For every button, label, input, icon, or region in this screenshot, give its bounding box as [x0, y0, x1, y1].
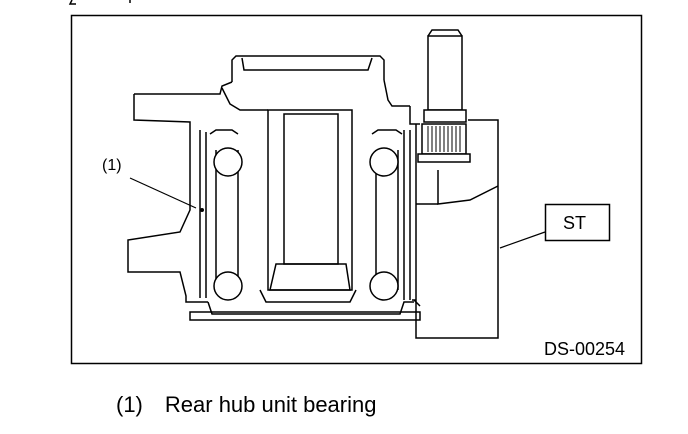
hub-bolt	[417, 29, 471, 163]
legend-marker: (1)	[116, 392, 143, 417]
special-tool-st	[412, 119, 499, 339]
st-label: ST	[563, 213, 586, 233]
st-label-box	[544, 203, 611, 242]
bearing-balls	[213, 147, 399, 301]
st-leader	[499, 231, 546, 249]
ball-upper-left	[213, 147, 243, 177]
figure-frame	[70, 14, 643, 365]
ball-lower-left	[213, 271, 243, 301]
legend-text: Rear hub unit bearing	[164, 392, 377, 417]
callout-1-label: (1)	[102, 157, 122, 174]
legend-item: (1) Rear hub unit bearing	[116, 392, 376, 418]
ball-upper-right	[369, 147, 399, 177]
callout-1-leader	[129, 177, 197, 209]
clipped-heading-fragment	[68, 0, 131, 5]
callout-1-dot	[200, 208, 204, 212]
ball-lower-right	[369, 271, 399, 301]
figure-code: DS-00254	[544, 339, 625, 359]
